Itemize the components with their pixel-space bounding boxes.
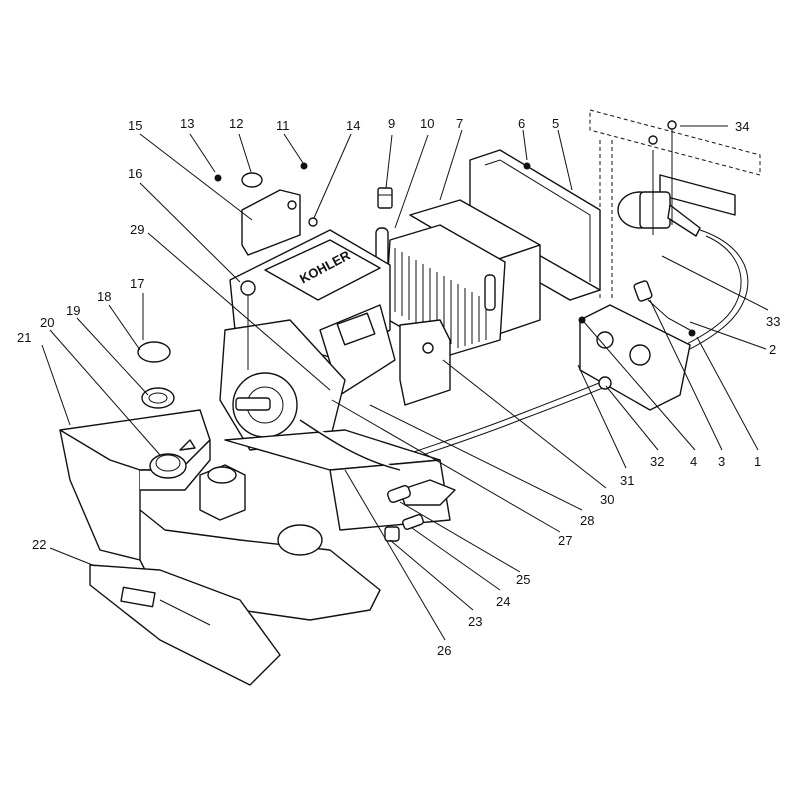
- callout-27: 27: [558, 533, 572, 548]
- fitting: [377, 187, 393, 209]
- fuel-pump: [617, 120, 701, 237]
- frame-rail: [589, 109, 761, 300]
- callout-32: 32: [650, 454, 664, 469]
- callout-7: 7: [456, 116, 463, 131]
- switch-harness: [633, 280, 696, 337]
- callout-15: 15: [128, 118, 142, 133]
- control-panel: [578, 304, 691, 411]
- callout-12: 12: [229, 116, 243, 131]
- callout-4: 4: [690, 454, 697, 469]
- callout-25: 25: [516, 572, 530, 587]
- callout-6: 6: [518, 116, 525, 131]
- mounting-bracket: [241, 189, 301, 256]
- callout-19: 19: [66, 303, 80, 318]
- callout-22: 22: [32, 537, 46, 552]
- callout-26: 26: [437, 643, 451, 658]
- callout-30: 30: [600, 492, 614, 507]
- callout-1: 1: [754, 454, 761, 469]
- callout-17: 17: [130, 276, 144, 291]
- gauge-parts: [137, 330, 175, 409]
- fittings: [384, 514, 424, 542]
- callout-11: 11: [276, 118, 290, 133]
- callout-28: 28: [580, 513, 594, 528]
- callout-24: 24: [496, 594, 510, 609]
- callout-20: 20: [40, 315, 54, 330]
- tank-cover: [89, 564, 281, 686]
- callout-14: 14: [346, 118, 360, 133]
- callout-23: 23: [468, 614, 482, 629]
- callout-2: 2: [769, 342, 776, 357]
- engine: KOHLER: [219, 229, 451, 531]
- fuel-tank: [59, 409, 381, 621]
- callout-5: 5: [552, 116, 559, 131]
- callout-10: 10: [420, 116, 434, 131]
- leader-lines: [41, 125, 769, 641]
- muffler-bracket: [399, 319, 451, 406]
- callout-34: 34: [735, 119, 749, 134]
- clamp: [214, 162, 531, 227]
- callout-29: 29: [130, 222, 144, 237]
- callout-labels: 1 2 3 4 5 6 7 9 10 11 12 13 14 15 16 17 …: [17, 116, 780, 658]
- callout-18: 18: [97, 289, 111, 304]
- callout-21: 21: [17, 330, 31, 345]
- callout-13: 13: [180, 116, 194, 131]
- callout-33: 33: [766, 314, 780, 329]
- hose: [387, 479, 456, 506]
- callout-31: 31: [620, 473, 634, 488]
- callout-9: 9: [388, 116, 395, 131]
- callout-3: 3: [718, 454, 725, 469]
- callout-16: 16: [128, 166, 142, 181]
